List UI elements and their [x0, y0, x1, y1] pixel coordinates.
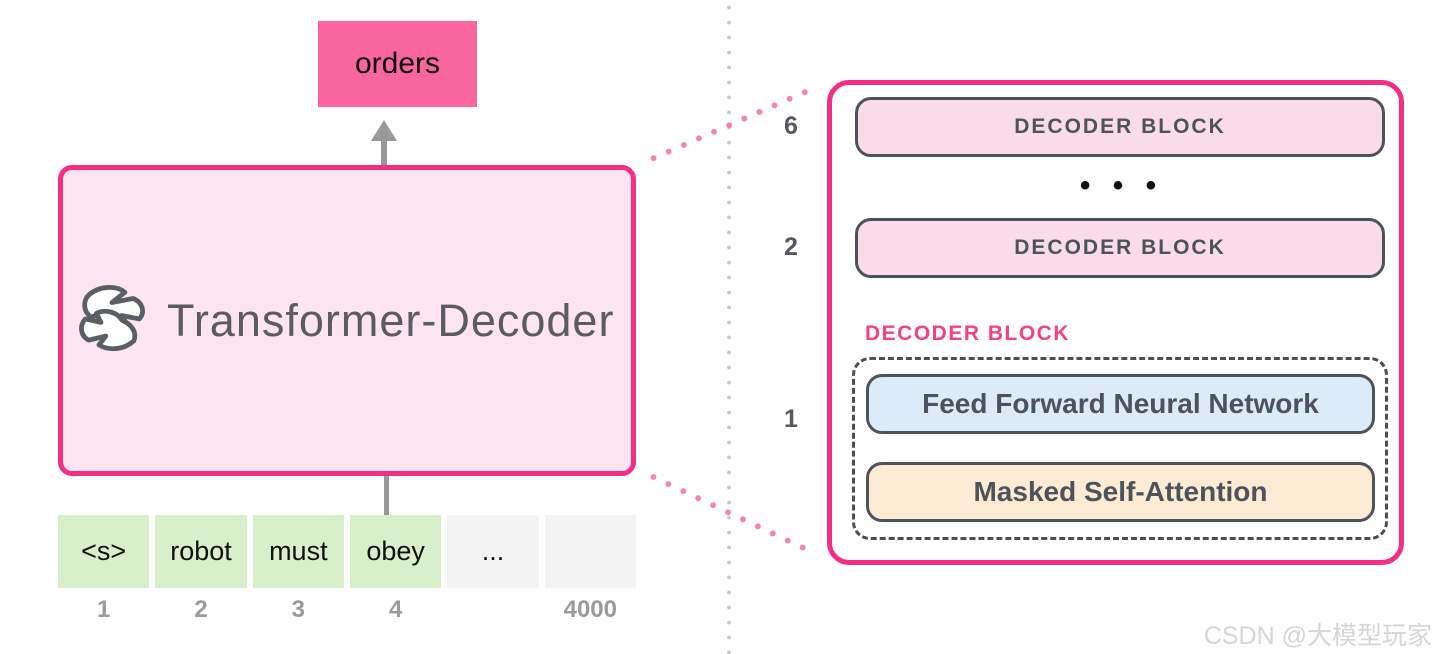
decoder-block-detail-box: Feed Forward Neural Network Masked Self-… — [852, 357, 1388, 540]
stack-ellipsis-icon: • • • — [1079, 169, 1161, 202]
feed-forward-layer: Feed Forward Neural Network — [866, 374, 1375, 434]
token-index: 1 — [96, 596, 111, 623]
watermark-text: CSDN @大模型玩家 — [1203, 622, 1432, 650]
token-index: 4 — [388, 596, 403, 623]
transformer-logo-icon — [79, 284, 145, 351]
token-index: 3 — [291, 596, 305, 623]
transformer-decoder-title: Transformer-Decoder — [167, 294, 615, 346]
masked-self-attention-layer: Masked Self-Attention — [866, 462, 1375, 522]
token-index-row: 1 2 3 4 4000 — [58, 596, 636, 624]
up-arrow-stem — [381, 140, 387, 166]
stack-index-label: 6 — [784, 112, 798, 140]
section-separator-dotted-line — [726, 0, 732, 654]
stack-index-label: 1 — [784, 405, 798, 433]
stack-index-label: 2 — [784, 233, 798, 261]
decoder-block-detail-title: DECODER BLOCK — [865, 322, 1071, 345]
input-connector-line — [384, 476, 389, 515]
decoder-block-top: DECODER BLOCK — [855, 97, 1385, 157]
input-token-row: <s> robot must obey ... — [58, 515, 636, 588]
token-cell: robot — [155, 515, 247, 588]
transformer-decoder-box: Transformer-Decoder — [58, 165, 636, 476]
token-cell: obey — [349, 515, 442, 588]
token-cell: <s> — [58, 515, 150, 588]
token-cell: must — [252, 515, 344, 588]
decoder-block-middle: DECODER BLOCK — [855, 218, 1385, 278]
token-index: 2 — [194, 596, 208, 623]
up-arrow-icon — [371, 120, 397, 141]
output-token-box: orders — [318, 21, 477, 107]
token-index: 4000 — [563, 596, 617, 623]
token-index — [447, 596, 538, 624]
output-token-label: orders — [354, 47, 441, 80]
token-cell-empty — [544, 515, 636, 588]
token-cell-ellipsis: ... — [447, 515, 539, 588]
decoder-stack-panel: DECODER BLOCK • • • DECODER BLOCK DECODE… — [827, 80, 1404, 565]
